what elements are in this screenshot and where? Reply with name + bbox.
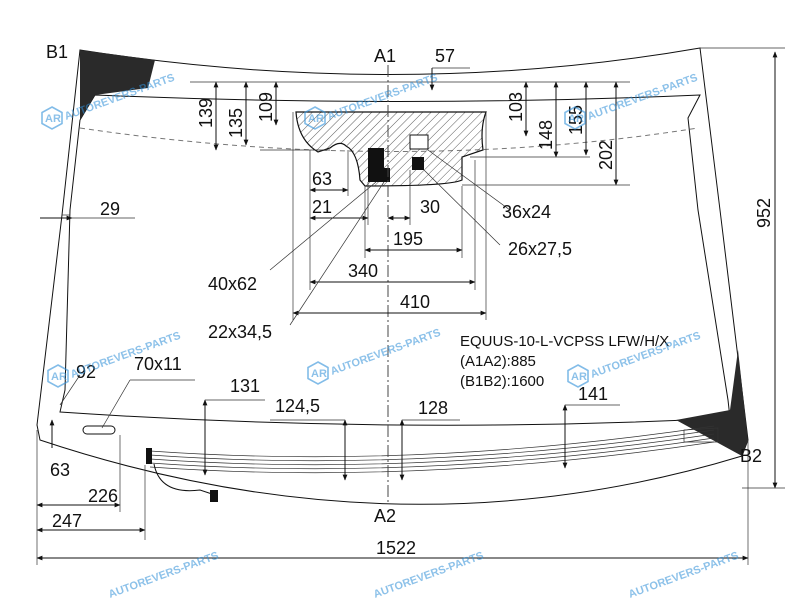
sensor-pad-36x24 [409, 134, 429, 150]
dim-226: 226 [88, 486, 118, 506]
a1a2-length: (A1A2):885 [460, 353, 536, 370]
part-code: EQUUS-10-L-VCPSS LFW/H/X [460, 333, 669, 350]
dim-22x34-5: 22x34,5 [208, 322, 272, 342]
watermark-7: AUTOREVERS-PARTS [107, 550, 220, 600]
sensor-pad-22x34 [380, 168, 390, 182]
watermark-9: AUTOREVERS-PARTS [627, 550, 740, 600]
dim-36x24: 36x24 [502, 202, 551, 222]
heating-strip [149, 425, 715, 474]
watermark-text: AUTOREVERS-PARTS [586, 72, 699, 123]
watermark-text: AUTOREVERS-PARTS [329, 327, 442, 378]
dim-26x27-5: 26x27,5 [508, 239, 572, 259]
dim-21: 21 [312, 197, 332, 217]
dim-141: 141 [578, 384, 608, 404]
watermark-logo-text: AR [571, 371, 587, 383]
corner-mark-b2 [676, 350, 748, 456]
sensor-zone [295, 111, 487, 187]
watermark-text: AUTOREVERS-PARTS [107, 550, 220, 600]
corner-mark-b1 [80, 50, 155, 120]
dim-70x11: 70x11 [134, 354, 182, 374]
dim-29: 29 [100, 199, 120, 219]
dim-63-bottom: 63 [50, 460, 70, 480]
vin-window [82, 425, 116, 435]
watermark-5: AR AUTOREVERS-PARTS [307, 327, 442, 385]
dim-410: 410 [400, 292, 430, 312]
dim-57: 57 [435, 46, 455, 66]
point-b1: B1 [46, 42, 68, 62]
watermark-logo-text: AR [308, 113, 324, 125]
dim-109: 109 [256, 92, 276, 122]
glass-outline [36, 47, 749, 505]
dim-131: 131 [230, 376, 260, 396]
watermark-text: AUTOREVERS-PARTS [627, 550, 740, 600]
dim-103: 103 [506, 92, 526, 122]
dim-1522: 1522 [376, 538, 416, 558]
dim-63-top: 63 [312, 169, 332, 189]
dim-128: 128 [418, 398, 448, 418]
watermark-3: AR AUTOREVERS-PARTS [564, 72, 699, 130]
watermark-logo-text: AR [51, 371, 67, 383]
watermark-logo-text: AR [45, 113, 61, 125]
sensor-pad-26x27 [412, 157, 424, 170]
dim-124-5: 124,5 [275, 396, 320, 416]
point-a2: A2 [374, 506, 396, 526]
watermark-logo-text: AR [568, 113, 584, 125]
dim-952: 952 [754, 198, 774, 228]
point-a1: A1 [374, 46, 396, 66]
dim-40x62: 40x62 [208, 274, 257, 294]
dim-202: 202 [596, 140, 616, 170]
heating-terminal [146, 448, 152, 464]
dim-139: 139 [196, 98, 216, 128]
dim-92: 92 [76, 362, 96, 382]
dim-195: 195 [393, 229, 423, 249]
dim-340: 340 [348, 261, 378, 281]
point-b2: B2 [740, 446, 762, 466]
dim-148: 148 [536, 120, 556, 150]
heating-end-tab [683, 427, 719, 443]
heating-connector [210, 490, 218, 502]
heating-wire [153, 463, 213, 495]
watermark-logo-text: AR [311, 368, 327, 380]
dim-135: 135 [226, 108, 246, 138]
dim-247: 247 [52, 511, 82, 531]
b1b2-length: (B1B2):1600 [460, 373, 544, 390]
dim-30: 30 [420, 197, 440, 217]
